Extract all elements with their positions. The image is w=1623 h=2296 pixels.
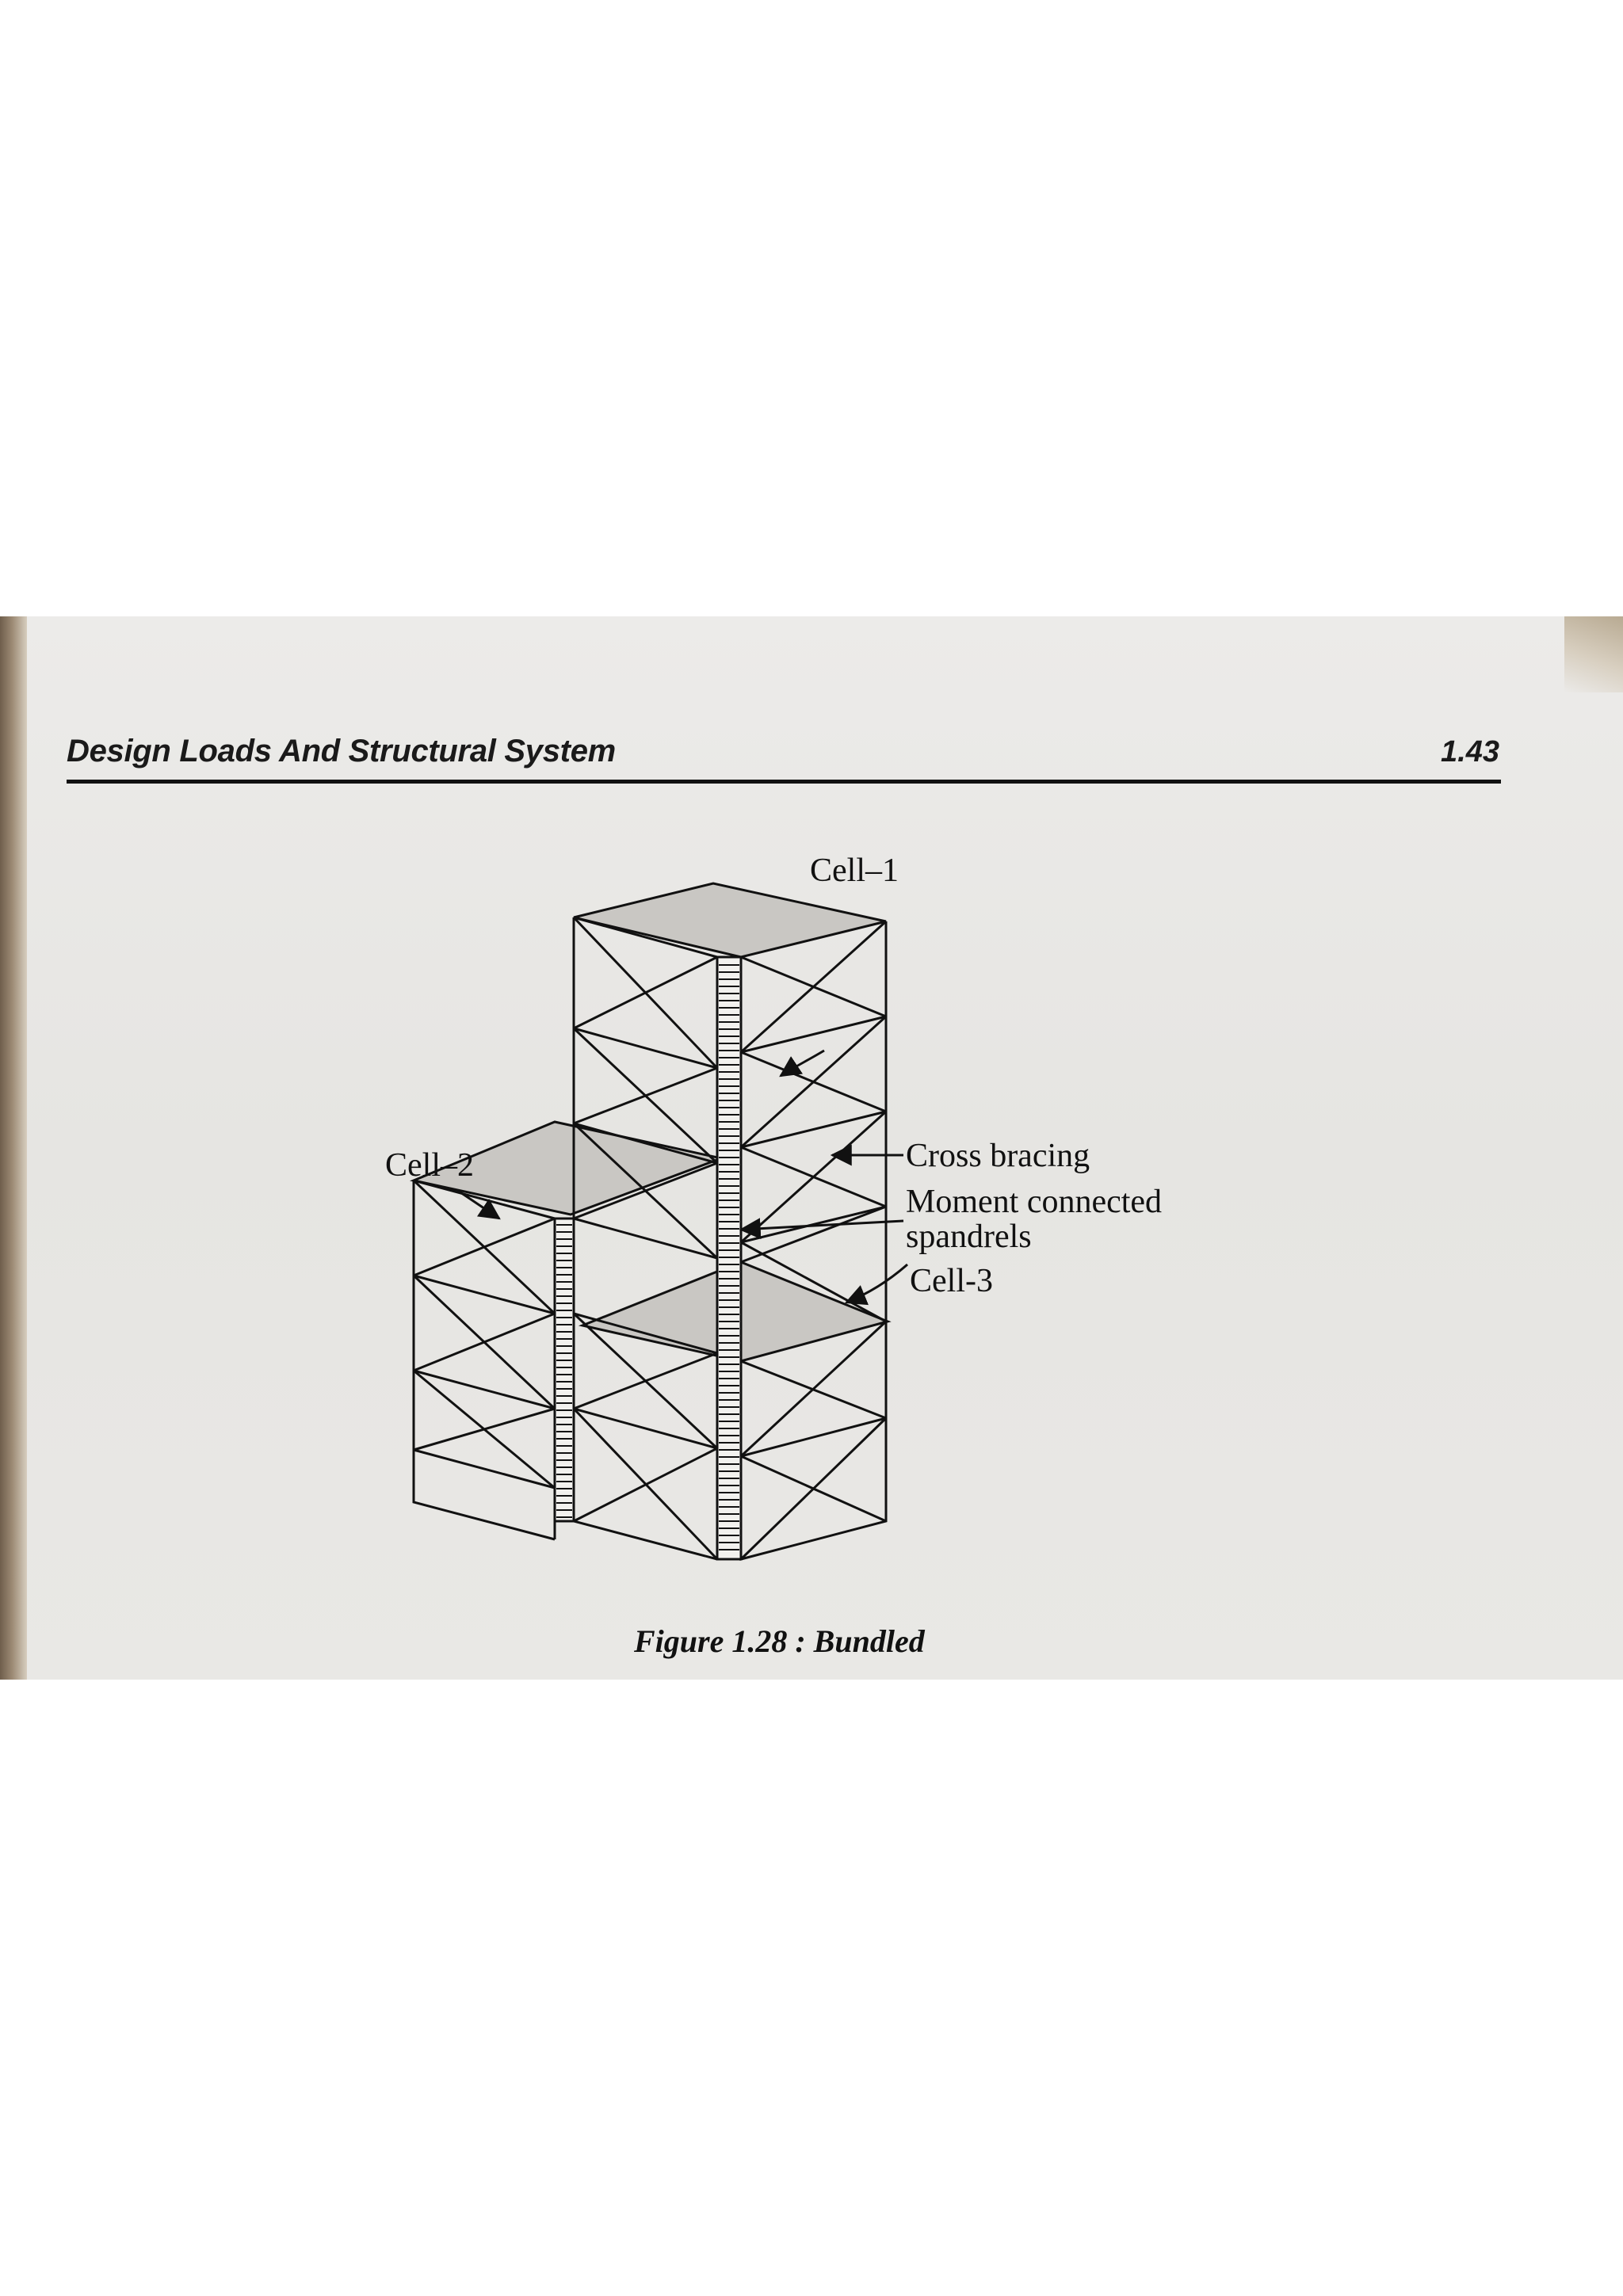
cell-2-frame (412, 1179, 556, 1541)
book-spine-shadow (0, 616, 27, 1680)
label-cell-2: Cell–2 (385, 1147, 474, 1184)
label-cell-1: Cell–1 (810, 852, 899, 889)
book-page: Design Loads And Structural System 1.43 (0, 616, 1623, 1680)
label-moment-line-2: spandrels (906, 1219, 1032, 1255)
leader-arrows (457, 1049, 908, 1306)
figure-caption: Figure 1.28 : Bundled (634, 1623, 925, 1659)
label-moment-line-1: Moment connected (906, 1184, 1163, 1220)
header-rule (67, 780, 1501, 784)
page-corner (1564, 616, 1623, 692)
cell-1-roof (573, 882, 887, 959)
bundled-tube-diagram (410, 882, 908, 1561)
page-number: 1.43 (1441, 735, 1499, 769)
running-header-title: Design Loads And Structural System (67, 734, 616, 769)
label-cell-3: Cell-3 (910, 1263, 993, 1299)
label-cross-bracing: Cross bracing (906, 1138, 1090, 1174)
